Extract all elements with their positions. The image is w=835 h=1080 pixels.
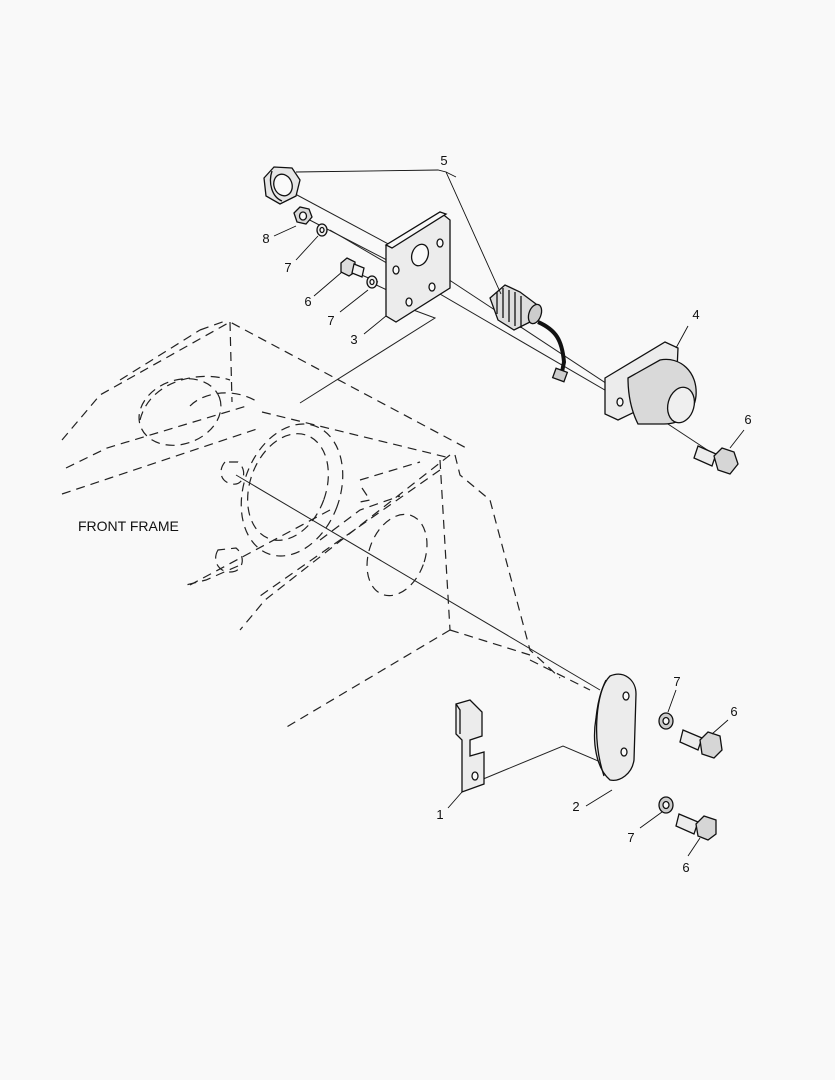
washer-lower-2: [658, 796, 674, 814]
callout-6-d: 6: [682, 860, 689, 875]
callout-6-b: 6: [744, 412, 751, 427]
callout-6-c: 6: [730, 704, 737, 719]
front-frame: [61, 319, 591, 729]
callout-7-b: 7: [327, 313, 334, 328]
bolt-right-upper: [693, 445, 739, 475]
front-frame-label: FRONT FRAME: [78, 518, 179, 534]
alignment-lines: [235, 187, 716, 783]
callout-1: 1: [436, 807, 443, 822]
leader-lines: [273, 169, 745, 857]
bracket: [455, 699, 485, 793]
mounting-plate: [384, 211, 451, 323]
washer-lower-1: [658, 712, 674, 730]
curved-plate: [593, 673, 637, 781]
washer-upper-1: [316, 223, 328, 237]
small-nut: [293, 206, 313, 225]
callout-7-d: 7: [627, 830, 634, 845]
callout-5: 5: [440, 153, 447, 168]
callout-2: 2: [572, 799, 579, 814]
hex-nut-large: [263, 166, 301, 205]
callout-6-a: 6: [304, 294, 311, 309]
callout-7-c: 7: [673, 674, 680, 689]
bolt-right-lower: [675, 813, 717, 841]
bolt-upper-small: [340, 257, 365, 278]
sensor-housing: [604, 341, 697, 425]
washer-upper-2: [366, 275, 378, 289]
sensor-threaded-body: [489, 284, 569, 383]
callout-7-a: 7: [284, 260, 291, 275]
callout-3: 3: [350, 332, 357, 347]
bolt-right-middle: [679, 729, 723, 759]
callout-4: 4: [692, 307, 699, 322]
callout-8: 8: [262, 231, 269, 246]
